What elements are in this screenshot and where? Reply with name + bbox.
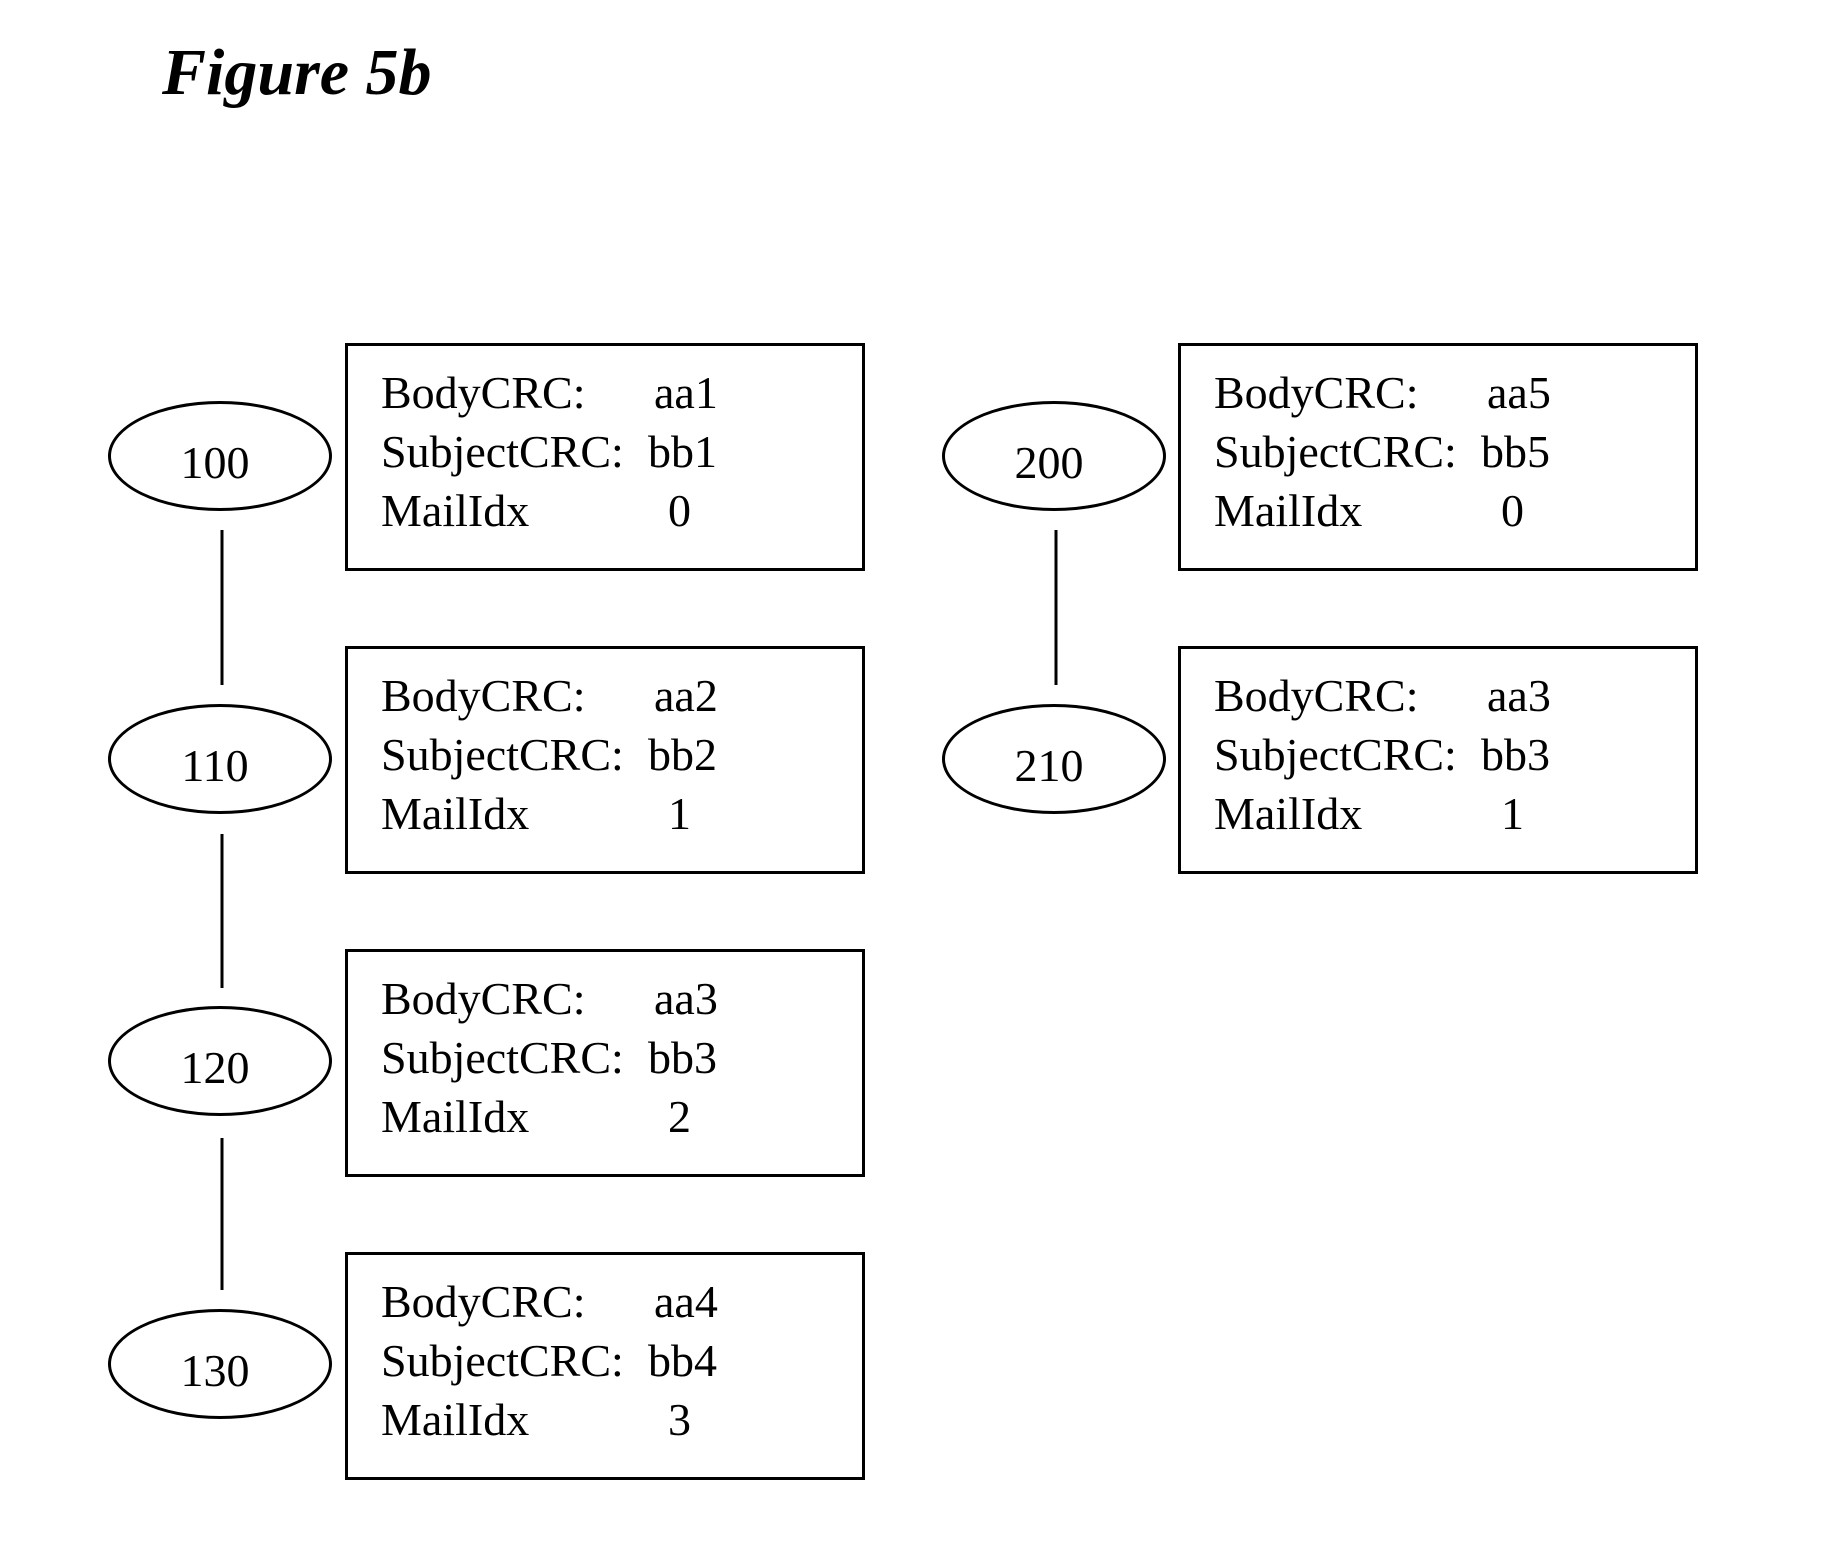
subject-crc-label: SubjectCRC: [381, 1032, 624, 1083]
subject-crc-label: SubjectCRC: [381, 426, 624, 477]
subject-crc-label: SubjectCRC: [381, 1335, 624, 1386]
subject-crc-value: bb2 [648, 725, 717, 784]
node-label: 130 [181, 1332, 250, 1397]
body-crc-label: BodyCRC: [381, 1276, 586, 1327]
node-label: 100 [181, 424, 250, 489]
mail-idx-value: 2 [668, 1087, 691, 1146]
body-crc-label: BodyCRC: [1214, 367, 1419, 418]
node-label: 210 [1015, 727, 1084, 792]
body-crc-value: aa4 [654, 1272, 718, 1331]
body-crc-value: aa2 [654, 666, 718, 725]
record-200: BodyCRC: aa5 SubjectCRC: bb5 MailIdx 0 [1178, 343, 1698, 571]
mail-idx-label: MailIdx [381, 1091, 529, 1142]
mail-idx-label: MailIdx [1214, 485, 1362, 536]
mail-idx-value: 0 [1501, 481, 1524, 540]
subject-crc-label: SubjectCRC: [1214, 426, 1457, 477]
mail-idx-label: MailIdx [1214, 788, 1362, 839]
record-130: BodyCRC: aa4 SubjectCRC: bb4 MailIdx 3 [345, 1252, 865, 1480]
node-130: 130 [108, 1309, 332, 1419]
mail-idx-label: MailIdx [381, 485, 529, 536]
body-crc-label: BodyCRC: [381, 670, 586, 721]
node-110: 110 [108, 704, 332, 814]
body-crc-value: aa3 [1487, 666, 1551, 725]
mail-idx-label: MailIdx [381, 1394, 529, 1445]
node-120: 120 [108, 1006, 332, 1116]
mail-idx-label: MailIdx [381, 788, 529, 839]
record-100: BodyCRC: aa1 SubjectCRC: bb1 MailIdx 0 [345, 343, 865, 571]
node-label: 110 [181, 727, 248, 792]
node-210: 210 [942, 704, 1166, 814]
body-crc-value: aa5 [1487, 363, 1551, 422]
body-crc-value: aa1 [654, 363, 718, 422]
body-crc-value: aa3 [654, 969, 718, 1028]
subject-crc-value: bb3 [648, 1028, 717, 1087]
subject-crc-value: bb1 [648, 422, 717, 481]
mail-idx-value: 0 [668, 481, 691, 540]
body-crc-label: BodyCRC: [1214, 670, 1419, 721]
record-120: BodyCRC: aa3 SubjectCRC: bb3 MailIdx 2 [345, 949, 865, 1177]
body-crc-label: BodyCRC: [381, 973, 586, 1024]
node-200: 200 [942, 401, 1166, 511]
node-label: 200 [1015, 424, 1084, 489]
record-110: BodyCRC: aa2 SubjectCRC: bb2 MailIdx 1 [345, 646, 865, 874]
mail-idx-value: 1 [668, 784, 691, 843]
node-label: 120 [181, 1029, 250, 1094]
subject-crc-value: bb5 [1481, 422, 1550, 481]
body-crc-label: BodyCRC: [381, 367, 586, 418]
subject-crc-value: bb4 [648, 1331, 717, 1390]
subject-crc-label: SubjectCRC: [1214, 729, 1457, 780]
subject-crc-value: bb3 [1481, 725, 1550, 784]
node-100: 100 [108, 401, 332, 511]
subject-crc-label: SubjectCRC: [381, 729, 624, 780]
mail-idx-value: 1 [1501, 784, 1524, 843]
record-210: BodyCRC: aa3 SubjectCRC: bb3 MailIdx 1 [1178, 646, 1698, 874]
mail-idx-value: 3 [668, 1390, 691, 1449]
